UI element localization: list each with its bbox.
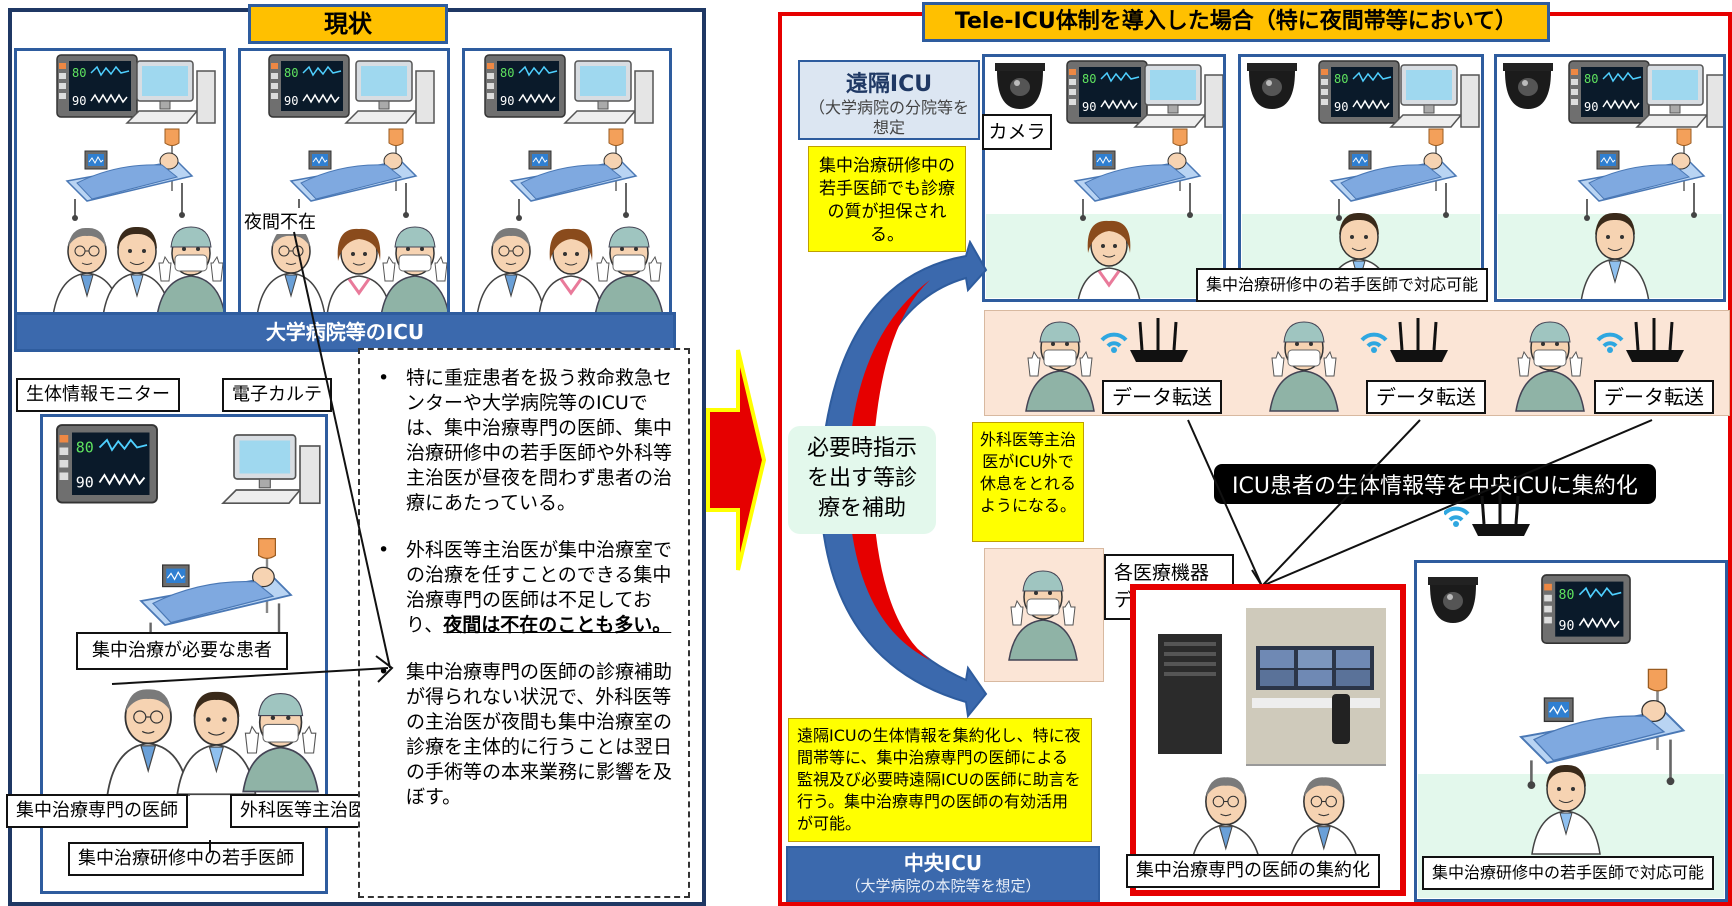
university-icu-bar: 大学病院等のICU bbox=[14, 312, 676, 352]
resting-surgeon-illustration bbox=[1008, 570, 1078, 661]
central-icu-title: 中央ICU bbox=[903, 851, 983, 875]
night-absent-label: 夜間不在 bbox=[244, 208, 316, 234]
central-note: 遠隔ICUの生体情報を集約化し、特に夜間帯等に、集中治療専門の医師による監視及び… bbox=[788, 718, 1092, 842]
trainee-quality-note: 集中治療研修中の若手医師でも診療の質が担保される。 bbox=[808, 146, 966, 252]
specialist-aggregation-label: 集中治療専門の医師の集約化 bbox=[1126, 854, 1380, 888]
left-callout-lines bbox=[111, 231, 394, 852]
right-title: Tele-ICU体制を導入した場合（特に夜間帯等において） bbox=[922, 2, 1550, 42]
remote-icu-title: 遠隔ICU bbox=[845, 72, 933, 97]
data-transfer-label-1: データ転送 bbox=[1102, 380, 1222, 414]
surgeon-label: 外科医等主治医 bbox=[230, 794, 376, 828]
specialist-label: 集中治療専門の医師 bbox=[6, 794, 188, 828]
bullet-3: 集中治療専門の医師の診療補助が得られない状況で、外科医等の主治医が夜間も集中治療… bbox=[374, 660, 680, 810]
central-control-room bbox=[1130, 584, 1406, 896]
remote-bed-3 bbox=[1494, 54, 1726, 302]
bullet-1: 特に重症患者を扱う救命救急センターや大学病院等のICUでは、集中治療専門の医師、… bbox=[374, 366, 680, 516]
central-bed bbox=[1414, 560, 1728, 902]
university-icu-label: 大学病院等のICU bbox=[265, 320, 425, 344]
bullet-2: 外科医等主治医が集中治療室での治療を任すことのできる集中治療専門の医師は不足して… bbox=[374, 538, 680, 638]
data-transfer-label-3: データ転送 bbox=[1594, 380, 1714, 414]
trainee-capable-label: 集中治療研修中の若手医師で対応可能 bbox=[1196, 268, 1489, 302]
central-bed-illustration bbox=[1428, 574, 1685, 855]
remote-icu-box: 遠隔ICU （大学病院の分院等を想定 bbox=[798, 60, 980, 140]
surgeon-rest-room bbox=[984, 548, 1104, 682]
situation-bullets: 特に重症患者を扱う救命救急センターや大学病院等のICUでは、集中治療専門の医師、… bbox=[374, 366, 680, 810]
monitor-label: 生体情報モニター bbox=[16, 378, 180, 412]
data-transfer-label-2: データ転送 bbox=[1366, 380, 1486, 414]
bullet-2-emphasis: 夜間は不在のことも多い。 bbox=[443, 614, 672, 636]
instruction-label: 必要時指示を出す等診療を補助 bbox=[788, 426, 936, 534]
central-icu-box: 中央ICU （大学病院の本院等を想定） bbox=[786, 846, 1100, 902]
situation-textbox: 特に重症患者を扱う救命救急センターや大学病院等のICUでは、集中治療専門の医師、… bbox=[358, 348, 690, 898]
transition-arrow bbox=[706, 349, 766, 571]
remote-icu-sub: （大学病院の分院等を想定 bbox=[808, 98, 969, 137]
remote-bed-1 bbox=[982, 54, 1226, 302]
trainee-label: 集中治療研修中の若手医師 bbox=[68, 842, 304, 876]
camera-label-text: カメラ bbox=[988, 121, 1046, 143]
instruction-curved-arrows bbox=[818, 240, 988, 719]
ehr-label: 電子カルテ bbox=[222, 378, 332, 412]
aggregation-pill: ICU患者の生体情報等を中央ICUに集約化 bbox=[1214, 464, 1656, 504]
patient-label: 集中治療が必要な患者 bbox=[76, 632, 288, 670]
control-room-illustration bbox=[1158, 608, 1386, 871]
central-router-icon bbox=[1444, 490, 1532, 538]
camera-label: カメラ bbox=[982, 114, 1052, 150]
central-icu-sub: （大学病院の本院等を想定） bbox=[845, 877, 1041, 895]
icu-detail-box bbox=[40, 414, 328, 894]
left-title: 現状 bbox=[248, 4, 448, 44]
trainee-capable-label-2: 集中治療研修中の若手医師で対応可能 bbox=[1422, 856, 1715, 890]
surgeon-rest-note: 外科医等主治医がICU外で休息をとれるようになる。 bbox=[972, 422, 1084, 542]
